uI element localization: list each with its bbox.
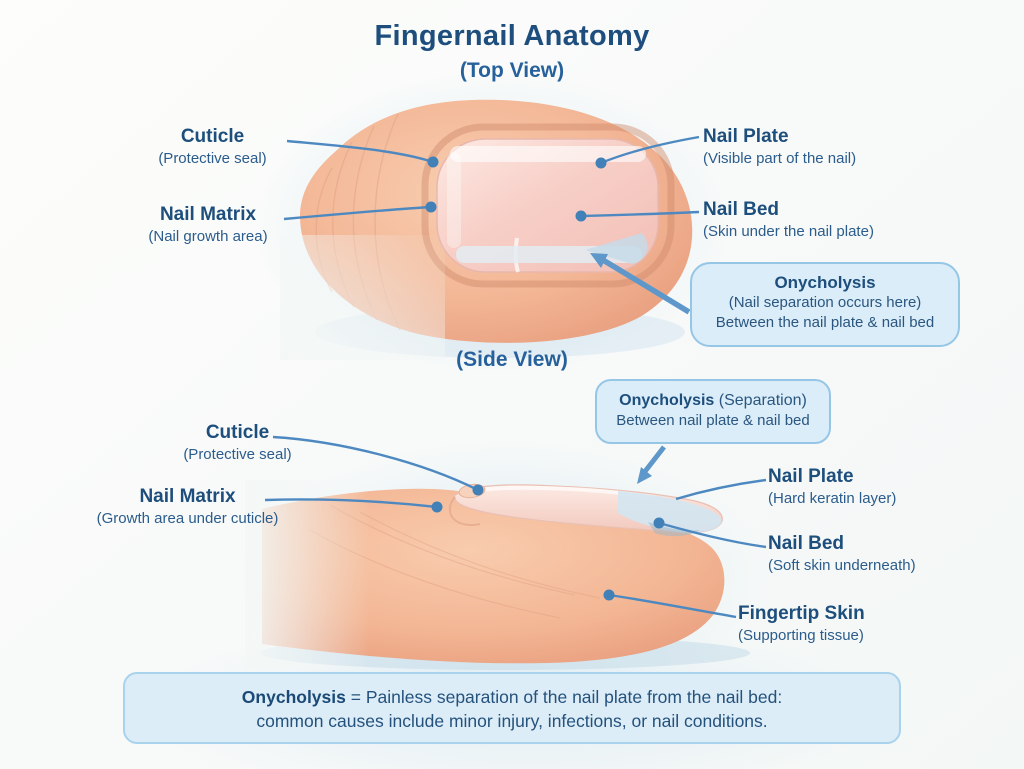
side-nail-bed-label-desc: (Soft skin underneath) [768, 557, 916, 575]
side-nail-bed-dot [653, 517, 665, 529]
top-nail-plate-label-name: Nail Plate [703, 126, 789, 147]
top-nail-gloss-left [447, 152, 461, 248]
onycholysis-arrows [590, 253, 691, 484]
side-fingertip-skin-label: Fingertip Skin (Supporting tissue) [738, 603, 865, 645]
side-nail-matrix-label-name: Nail Matrix [139, 486, 236, 507]
side-finger-body [262, 488, 725, 664]
top-onycholysis-arrowhead [590, 253, 608, 268]
side-nail-matrix-dot [431, 501, 443, 513]
side-nail-plate-leader-line [675, 478, 767, 501]
top-nail-bed-label: Nail Bed (Skin under the nail plate) [703, 199, 874, 241]
side-view-heading: (Side View) [456, 348, 568, 371]
side-fingertip-skin-dot [603, 589, 615, 601]
top-nail-plate-dot [595, 157, 607, 169]
side-nail-bed-label: Nail Bed (Soft skin underneath) [768, 533, 916, 575]
side-onycholysis-callout-line1: Onycholysis (Separation) [597, 391, 829, 411]
top-nail-bed-dot [575, 210, 587, 222]
top-cuticle-label-name: Cuticle [180, 126, 245, 147]
top-onycholysis-callout-title: Onycholysis [774, 273, 876, 292]
top-view-heading: (Top View) [459, 59, 565, 82]
side-cuticle-label-desc: (Protective seal) [183, 446, 292, 464]
top-nail-plate-leader-line [600, 135, 700, 165]
top-nail-matrix-dot [425, 201, 437, 213]
side-cuticle-leader-line [272, 435, 479, 492]
top-cuticle-leader-line [286, 139, 434, 164]
definition-term: Onycholysis [241, 687, 346, 707]
side-nail-free-edge [618, 491, 722, 533]
top-nail-bed-label-desc: (Skin under the nail plate) [703, 223, 874, 241]
side-nail-plate-label-name: Nail Plate [768, 466, 854, 487]
top-nail-matrix-label: Nail Matrix (Nail growth area) [118, 204, 298, 246]
definition-line2: common causes include minor injury, infe… [256, 711, 768, 731]
side-nail-matrix-label-desc: (Growth area under cuticle) [96, 510, 279, 528]
side-fingertip-skin-label-name: Fingertip Skin [738, 603, 865, 624]
top-onycholysis-callout: Onycholysis (Nail separation occurs here… [690, 262, 960, 347]
side-nail-plate-label-desc: (Hard keratin layer) [768, 490, 897, 508]
side-nail-plate-label: Nail Plate (Hard keratin layer) [768, 466, 896, 508]
leader-dots [425, 156, 665, 601]
side-view-finger-illustration [245, 480, 750, 670]
top-nail-bed-leader-line [580, 210, 700, 218]
top-onycholysis-arrow-shaft [601, 257, 691, 315]
page-title: Fingernail Anatomy [374, 20, 650, 52]
side-nail-separation-shadow [648, 522, 700, 537]
top-nail-plate-label-desc: (Visible part of the nail) [703, 150, 857, 168]
side-cuticle-dot [472, 484, 484, 496]
top-nail-matrix-label-name: Nail Matrix [159, 204, 257, 225]
top-finger-fade [280, 235, 445, 360]
side-onycholysis-arrowhead [637, 467, 652, 484]
side-fingertip-skin-label-desc: (Supporting tissue) [738, 627, 864, 645]
side-nail-matrix-leader-line [264, 498, 438, 509]
top-cuticle-dot [427, 156, 439, 168]
top-nail-matrix-label-desc: (Nail growth area) [148, 228, 268, 246]
top-nail-matrix-leader-line [283, 205, 432, 221]
side-fingertip-skin-leader-line [608, 593, 737, 619]
top-nail-bed-label-name: Nail Bed [703, 199, 780, 220]
top-nail-plate-label: Nail Plate (Visible part of the nail) [703, 126, 856, 168]
side-onycholysis-callout-line2: Between nail plate & nail bed [616, 412, 810, 429]
side-cuticle-label: Cuticle (Protective seal) [155, 422, 320, 464]
side-nail-bed-label-name: Nail Bed [768, 533, 845, 554]
side-cuticle-fold-line [448, 496, 481, 526]
definition-line1: Onycholysis = Painless separation of the… [125, 685, 899, 709]
top-nail-fold [421, 123, 675, 288]
top-cuticle-label-desc: (Protective seal) [158, 150, 267, 168]
top-view-finger-illustration [280, 99, 693, 360]
top-onycholysis-callout-line2: Between the nail plate & nail bed [715, 314, 935, 331]
side-cuticle-label-name: Cuticle [205, 422, 270, 443]
side-onycholysis-callout-term: Onycholysis [619, 392, 715, 409]
top-nail-separation-area [585, 233, 648, 264]
onycholysis-definition-box: Onycholysis = Painless separation of the… [123, 672, 901, 744]
side-onycholysis-callout-suffix: (Separation) [714, 392, 807, 409]
side-nail-bed-leader-line [658, 521, 767, 549]
side-nail-matrix-label: Nail Matrix (Growth area under cuticle) [80, 486, 295, 528]
side-finger-fade [245, 480, 370, 670]
top-nail-plate [436, 138, 659, 273]
definition-text1: = Painless separation of the nail plate … [350, 687, 783, 707]
side-onycholysis-arrow-shaft [641, 445, 666, 476]
top-nail-gloss-top [450, 146, 646, 162]
top-onycholysis-callout-line1: (Nail separation occurs here) [728, 294, 922, 311]
top-cuticle-label: Cuticle (Protective seal) [130, 126, 295, 168]
side-onycholysis-callout: Onycholysis (Separation) Between nail pl… [595, 379, 831, 444]
leader-lines [264, 135, 767, 619]
